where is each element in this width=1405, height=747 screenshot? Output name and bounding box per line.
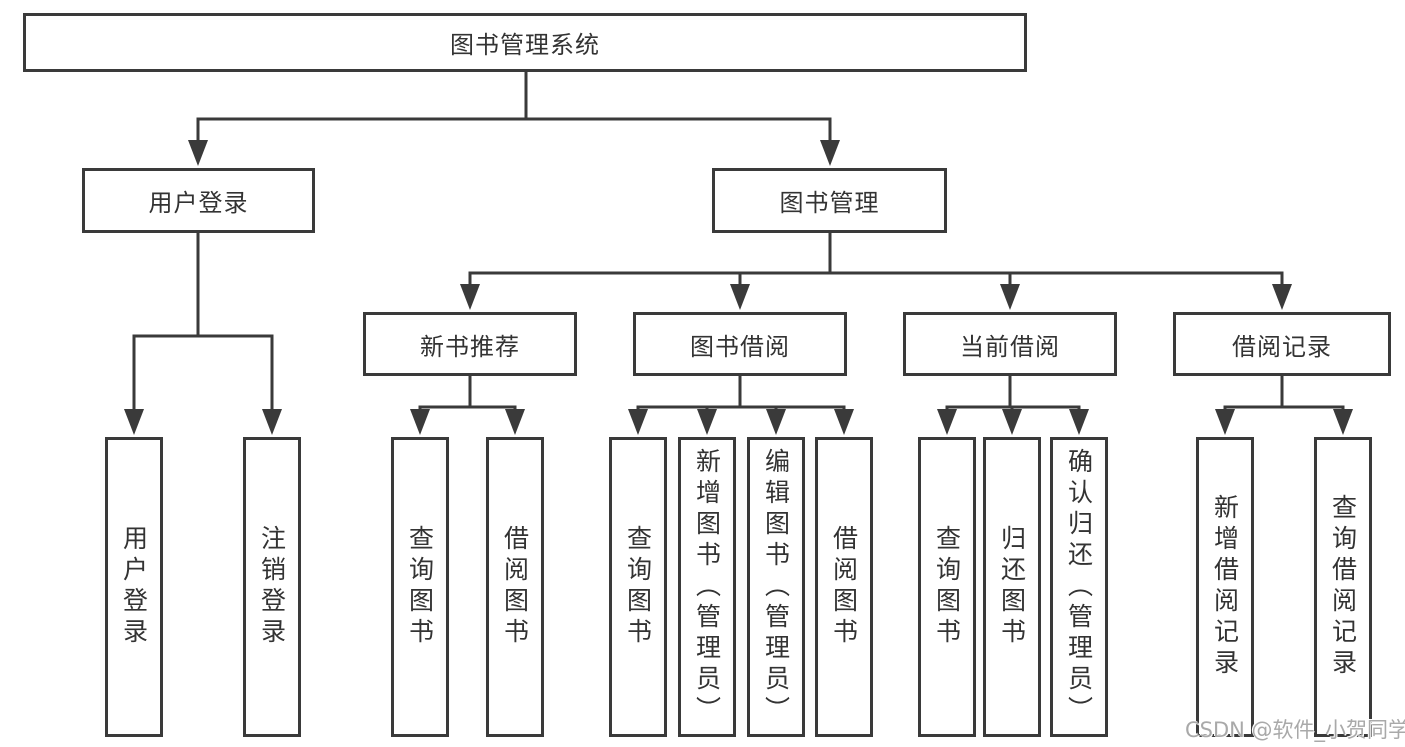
- leaf-label: 借阅图书: [829, 525, 859, 649]
- csdn-watermark: CSDN @软件_小贺同学: [1185, 718, 1405, 742]
- leaf-record-add-borrow-record: 新增借阅记录: [1196, 437, 1254, 737]
- connector-borrowrecord-to-leaves: [1223, 374, 1345, 415]
- leaf-label: 编辑图书（管理员）: [761, 447, 791, 727]
- node-label: 图书管理系统: [450, 31, 600, 59]
- node-label: 新书推荐: [420, 332, 520, 361]
- leaf-label: 用户登录: [119, 525, 149, 649]
- leaf-borrow-query-book: 查询图书: [609, 437, 667, 737]
- connector-recommend-to-leaves: [418, 374, 517, 415]
- node-label: 用户登录: [148, 189, 249, 217]
- node-new-book-recommend: 新书推荐: [363, 312, 577, 376]
- node-current-borrow: 当前借阅: [903, 312, 1117, 376]
- leaf-recommend-borrow-book: 借阅图书: [486, 437, 544, 737]
- leaf-label: 新增图书（管理员）: [692, 447, 722, 727]
- leaf-current-query-book: 查询图书: [918, 437, 976, 737]
- node-label: 图书管理: [779, 189, 880, 217]
- leaf-logout: 注销登录: [243, 437, 301, 737]
- leaf-label: 借阅图书: [500, 525, 530, 649]
- leaf-label: 确认归还（管理员）: [1064, 447, 1094, 727]
- leaf-label: 查询图书: [932, 525, 962, 649]
- leaf-borrow-edit-book-admin: 编辑图书（管理员）: [747, 437, 805, 737]
- leaf-borrow-add-book-admin: 新增图书（管理员）: [678, 437, 736, 737]
- node-library-management-system: 图书管理系统: [23, 13, 1027, 72]
- leaf-record-query-borrow-record: 查询借阅记录: [1314, 437, 1372, 737]
- connector-userlogin-to-leaves: [132, 231, 274, 416]
- connector-root-to-level2: [196, 70, 832, 148]
- leaf-label: 归还图书: [997, 525, 1027, 649]
- node-book-management: 图书管理: [712, 168, 947, 233]
- leaf-label: 查询图书: [623, 525, 653, 649]
- node-label: 图书借阅: [690, 332, 790, 361]
- leaf-label: 查询借阅记录: [1328, 494, 1358, 680]
- leaf-current-confirm-return-admin: 确认归还（管理员）: [1050, 437, 1108, 737]
- connector-bookborrow-to-leaves: [636, 374, 846, 415]
- node-book-borrow: 图书借阅: [633, 312, 847, 376]
- node-label: 当前借阅: [960, 332, 1060, 361]
- leaf-borrow-borrow-book: 借阅图书: [815, 437, 873, 737]
- leaf-user-login: 用户登录: [105, 437, 163, 737]
- node-label: 借阅记录: [1232, 332, 1332, 361]
- connector-bookmgmt-to-level3: [468, 231, 1284, 290]
- leaf-label: 查询图书: [405, 525, 435, 649]
- leaf-label: 新增借阅记录: [1210, 494, 1240, 680]
- leaf-current-return-book: 归还图书: [983, 437, 1041, 737]
- connector-currentborrow-to-leaves: [945, 374, 1081, 415]
- node-borrow-record: 借阅记录: [1173, 312, 1391, 376]
- leaf-recommend-query-book: 查询图书: [391, 437, 449, 737]
- leaf-label: 注销登录: [257, 525, 287, 649]
- node-user-login: 用户登录: [82, 168, 315, 233]
